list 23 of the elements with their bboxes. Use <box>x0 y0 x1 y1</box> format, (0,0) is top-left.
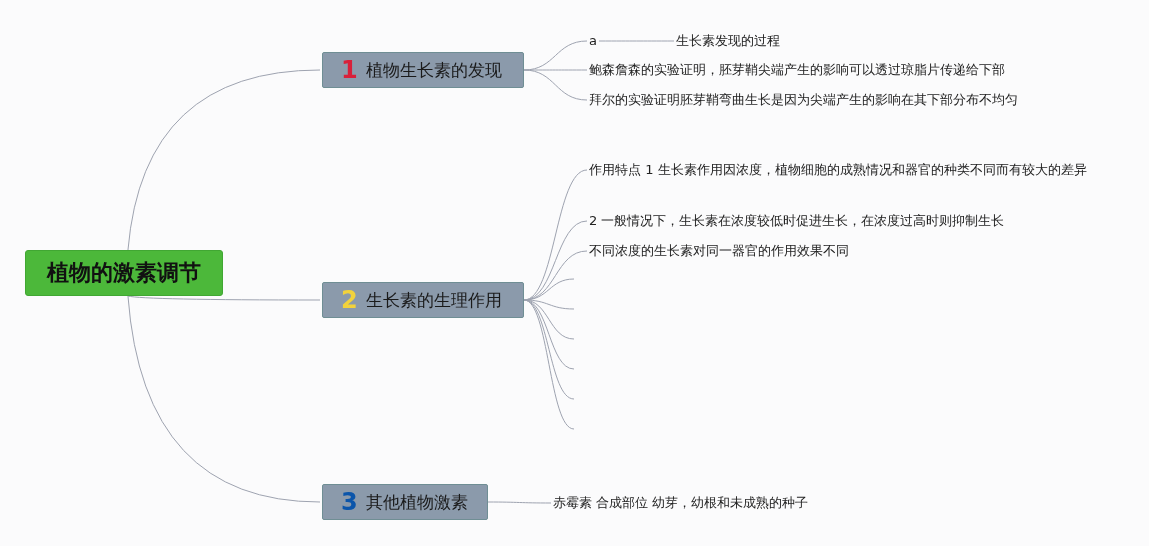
topic-text: 2 一般情况下，生长素在浓度较低时促进生长，在浓度过高时则抑制生长 <box>589 211 1005 231</box>
root-topic-box: 植物的激素调节 <box>25 250 223 296</box>
topic-text: 拜尔的实验证明胚芽鞘弯曲生长是因为尖端产生的影响在其下部分布不均匀 <box>589 90 1018 110</box>
topic-box <box>322 52 524 88</box>
connector-line <box>127 69 321 251</box>
topic-text: a <box>589 31 597 51</box>
connector-line <box>487 501 552 504</box>
number-marker: 3 <box>341 490 358 514</box>
topic-label: 植物生长素的发现 <box>365 58 502 82</box>
number-marker: 1 <box>341 58 358 82</box>
topic-text: 不同浓度的生长素对同一器官的作用效果不同 <box>589 241 849 261</box>
connector-line <box>127 295 321 503</box>
topic-box <box>322 282 524 318</box>
number-marker: 2 <box>341 288 358 312</box>
topic-text: 生长素发现的过程 <box>676 31 780 51</box>
topic-label: 其他植物激素 <box>365 490 468 514</box>
topic-text: 鲍森詹森的实验证明，胚芽鞘尖端产生的影响可以透过琼脂片传递给下部 <box>589 60 1005 80</box>
topic-text: 赤霉素 合成部位 幼芽，幼根和未成熟的种子 <box>553 493 809 513</box>
connector-line <box>598 40 675 42</box>
topic-label: 生长素的生理作用 <box>365 288 502 312</box>
connector-line <box>523 69 588 101</box>
topic-box <box>322 484 488 520</box>
topic-text: 作用特点 1 生长素作用因浓度，植物细胞的成熟情况和器官的种类不同而有较大的差异 <box>589 160 1089 180</box>
